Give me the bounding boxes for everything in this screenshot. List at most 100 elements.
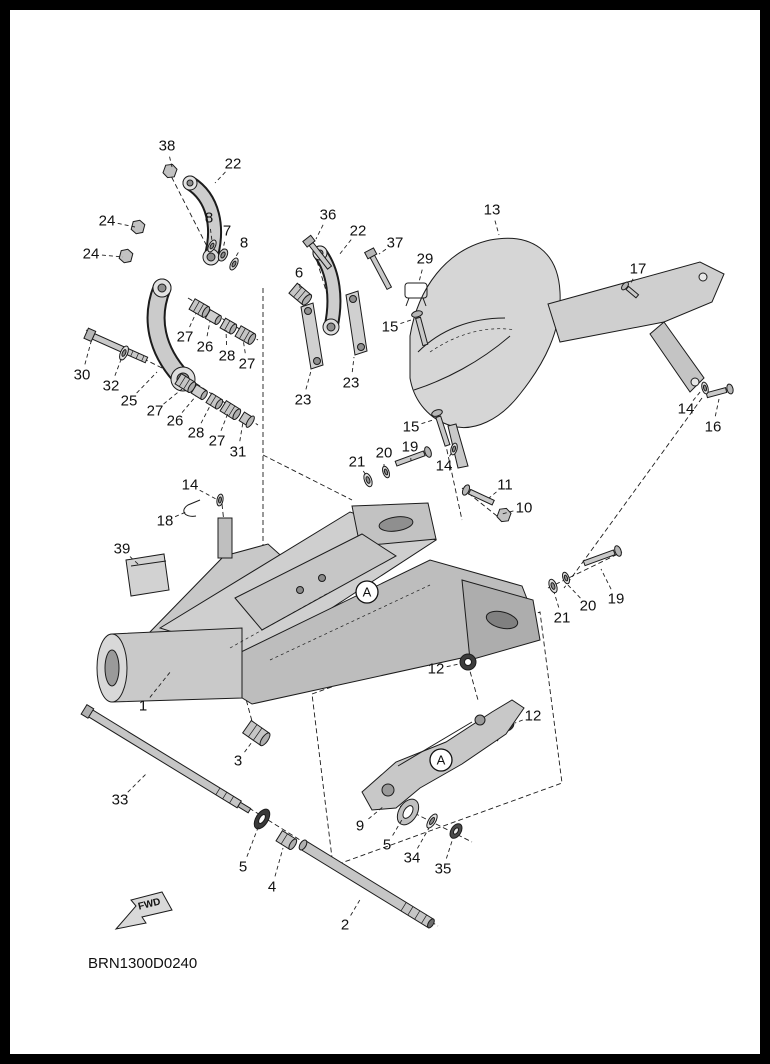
leader-line [214, 171, 226, 184]
callout-22: 22 [350, 223, 367, 240]
leader-line [501, 510, 514, 515]
leader-line [200, 403, 212, 424]
collar-7 [217, 248, 229, 262]
washer-32 [119, 345, 129, 361]
section-marker-label: A [363, 585, 372, 600]
leader-line [117, 222, 136, 228]
callout-8: 8 [205, 210, 213, 227]
leader-line [351, 356, 355, 373]
callout-21: 21 [554, 610, 571, 627]
callout-4: 4 [268, 879, 276, 896]
nut-24-lower [118, 248, 134, 264]
leader-line [206, 320, 211, 337]
pivot-tube [111, 627, 243, 703]
bolt-37 [363, 247, 393, 291]
callout-30: 30 [74, 367, 91, 384]
axle-slot-far [378, 516, 414, 532]
callout-32: 32 [103, 378, 120, 395]
callout-33: 33 [112, 792, 129, 809]
callout-5: 5 [239, 859, 247, 876]
washer-34 [426, 813, 438, 829]
leader-line [199, 489, 217, 500]
callout-27: 27 [239, 356, 256, 373]
callout-21: 21 [349, 454, 366, 471]
callout-6: 6 [295, 265, 303, 282]
leader-line [418, 269, 423, 283]
collar-35 [449, 823, 463, 839]
bearing-27-d [219, 399, 242, 421]
callout-25: 25 [121, 393, 138, 410]
washer-20-middle [382, 465, 390, 479]
fwd-arrow: FWD [114, 891, 173, 930]
bushing-6 [288, 282, 313, 306]
leader-line [136, 371, 158, 394]
washer-14-middle [450, 442, 458, 456]
hose-guide-post [217, 517, 233, 559]
chain-guide-clip-29 [404, 282, 428, 307]
leader-line [163, 388, 183, 405]
leader-line [220, 412, 229, 431]
callout-23: 23 [295, 392, 312, 409]
leader-line [714, 398, 720, 417]
leader-line [446, 663, 460, 668]
bolt-30 [83, 327, 149, 364]
fwd-label: FWD [137, 896, 162, 912]
leader-line [600, 568, 612, 590]
nut-38 [162, 163, 178, 179]
callout-5: 5 [383, 837, 391, 854]
leader-line [101, 254, 124, 258]
leader-line [368, 805, 385, 820]
callout-39: 39 [114, 541, 131, 558]
callout-27: 27 [177, 329, 194, 346]
leader-line [417, 827, 430, 849]
bolt-19-right [582, 545, 622, 567]
leader-line [421, 419, 434, 425]
leader-line [553, 591, 560, 608]
callout-28: 28 [219, 348, 236, 365]
washer-14-top-right [701, 381, 709, 395]
callout-22: 22 [225, 156, 242, 173]
leader-line [488, 491, 497, 499]
leader-line [114, 356, 123, 376]
leader-line [225, 329, 228, 346]
leader-line [445, 837, 454, 859]
callout-9: 9 [356, 818, 364, 835]
leader-line [274, 847, 284, 877]
leader-line [305, 370, 312, 390]
washer-20-right [562, 571, 570, 585]
caution-label-39 [125, 553, 170, 597]
callout-35: 35 [435, 861, 452, 878]
leader-line [494, 220, 500, 236]
callout-37: 37 [387, 235, 404, 252]
leader-line [234, 252, 239, 259]
callout-10: 10 [516, 500, 533, 517]
section-marker-circle [429, 748, 453, 772]
callout-15: 15 [382, 319, 399, 336]
connecting-plates [300, 290, 368, 370]
leader-line [169, 156, 173, 168]
bolt-36 [302, 234, 333, 270]
callout-8: 8 [240, 235, 248, 252]
leader-line [209, 228, 213, 242]
callout-20: 20 [580, 598, 597, 615]
leader-line [127, 772, 148, 793]
leader-line [362, 470, 367, 476]
callout-19: 19 [608, 591, 625, 608]
diagram-code: BRN1300D0240 [88, 955, 197, 972]
callout-11: 11 [497, 477, 513, 494]
leader-line [149, 670, 172, 698]
bolt-16 [705, 383, 734, 399]
leader-line [514, 719, 523, 724]
callout-29: 29 [417, 251, 434, 268]
washer-8-upper [207, 239, 217, 253]
nut-10 [496, 507, 512, 523]
callout-12: 12 [525, 708, 542, 725]
callout-15: 15 [403, 419, 420, 436]
callout-14: 14 [182, 477, 199, 494]
leader-line [222, 241, 226, 250]
leader-line [400, 319, 412, 324]
bolt-15-lower [431, 409, 451, 447]
leader-line [242, 338, 246, 354]
leader-line [244, 741, 253, 753]
